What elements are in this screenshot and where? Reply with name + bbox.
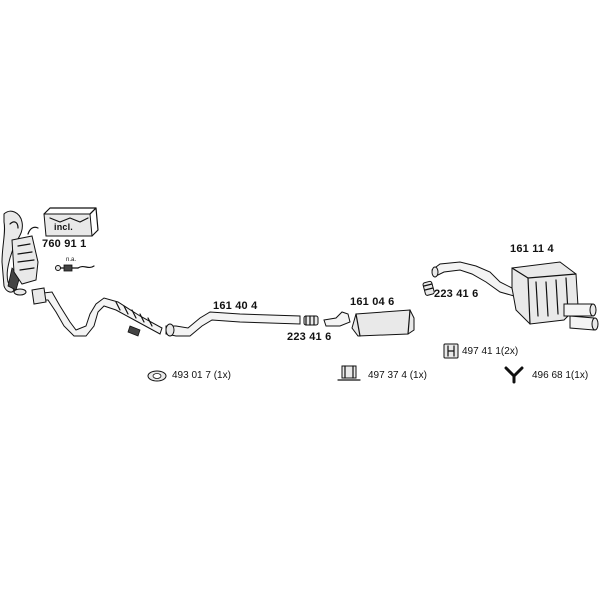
bracket-label: 497 37 4 (1x) (368, 370, 427, 381)
middle-silencer-label: 161 04 6 (350, 296, 395, 308)
exhaust-manifold (1, 210, 27, 296)
rear-silencer (511, 261, 599, 331)
clamp-front-label: 223 41 6 (287, 331, 332, 343)
kit-box-label: incl. (54, 222, 74, 232)
clamp-rear (422, 280, 435, 296)
middle-silencer (323, 309, 415, 337)
front-pipe (165, 311, 301, 337)
kit-box (43, 207, 99, 237)
bracket-icon (337, 365, 361, 381)
catalytic-converter (11, 226, 39, 285)
clamp-front (303, 315, 319, 326)
gasket-label: 493 01 7 (1x) (172, 370, 231, 381)
rubber-hanger-label: 497 41 1(2x) (462, 346, 519, 357)
gasket-icon (147, 370, 167, 382)
catalytic-converter-label: 760 91 1 (42, 238, 87, 250)
lambda-sensor (55, 264, 95, 272)
lambda-note: n.a. (66, 257, 77, 263)
clamp-rear-label: 223 41 6 (434, 288, 479, 300)
y-hanger-label: 496 68 1(1x) (532, 370, 589, 381)
rubber-hanger-icon (443, 343, 459, 359)
y-hanger-icon (504, 366, 524, 384)
rear-silencer-label: 161 11 4 (510, 243, 554, 255)
front-downpipe (31, 287, 163, 337)
front-pipe-label: 161 40 4 (213, 300, 258, 312)
